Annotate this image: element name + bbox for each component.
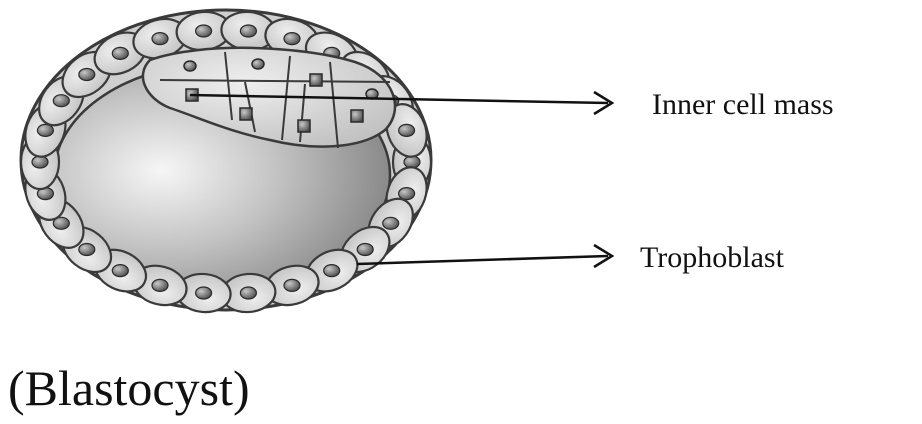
cell-nucleus xyxy=(37,124,53,136)
cell-nucleus xyxy=(112,265,128,277)
cell-nucleus xyxy=(324,265,340,277)
inner-cell-nucleus xyxy=(240,108,252,120)
inner-cell-nucleus xyxy=(310,74,322,86)
cell-nucleus xyxy=(399,124,415,136)
cell-nucleus xyxy=(357,244,373,256)
cell-nucleus xyxy=(404,156,420,168)
cell-nucleus xyxy=(152,279,168,291)
cell-nucleus xyxy=(383,217,399,229)
inner-cell-nucleus xyxy=(298,120,310,132)
trophoblast-pointer-line xyxy=(357,256,608,264)
inner-cell-mass-label: Inner cell mass xyxy=(652,88,834,121)
cell-nucleus xyxy=(240,287,256,299)
inner-cell-nucleus xyxy=(252,59,264,69)
cell-nucleus xyxy=(196,287,212,299)
cell-nucleus xyxy=(112,47,128,59)
cell-nucleus xyxy=(79,244,95,256)
cell-nucleus xyxy=(284,279,300,291)
diagram-caption: (Blastocyst) xyxy=(8,360,250,416)
cell-nucleus xyxy=(399,188,415,200)
cell-nucleus xyxy=(240,25,256,37)
cell-nucleus xyxy=(79,69,95,81)
inner-cell-nucleus xyxy=(351,110,363,122)
inner-cell-nucleus xyxy=(184,61,196,71)
cell-nucleus xyxy=(152,33,168,45)
cell-nucleus xyxy=(196,25,212,37)
cell-nucleus xyxy=(32,156,48,168)
cell-nucleus xyxy=(284,33,300,45)
trophoblast-label: Trophoblast xyxy=(640,241,785,274)
cell-nucleus xyxy=(53,95,69,107)
